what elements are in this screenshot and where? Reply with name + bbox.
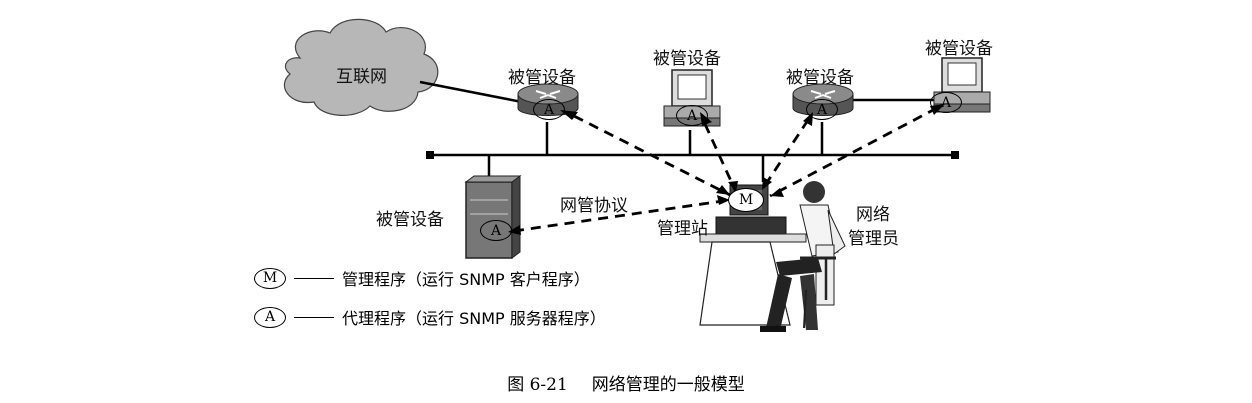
internet-cloud-icon: [284, 18, 439, 116]
device-label: 被管设备: [925, 39, 993, 59]
legend-dash: [294, 316, 334, 318]
admin-label: 管理员: [848, 229, 899, 249]
device-label: 被管设备: [653, 49, 721, 69]
device-label: 被管设备: [786, 68, 854, 88]
manager-badge: M: [728, 188, 764, 212]
snmp-links: [513, 106, 938, 233]
legend-text: 代理程序（运行 SNMP 服务器程序）: [342, 309, 606, 328]
computer-icon: [933, 57, 991, 113]
device-label: 被管设备: [508, 68, 576, 88]
internet-label: 互联网: [336, 67, 387, 87]
agent-badge: A: [676, 105, 708, 126]
agent-badge: A: [806, 99, 838, 120]
caption-title: 网络管理的一般模型: [591, 375, 745, 395]
agent-badge: A: [254, 306, 286, 328]
manager-badge: M: [254, 267, 286, 289]
agent-badge: A: [930, 92, 962, 113]
legend-manager: M 管理程序（运行 SNMP 客户程序）: [254, 266, 590, 290]
agent-badge: A: [533, 99, 565, 120]
server-icon: [464, 175, 522, 259]
network-administrator-icon: [760, 181, 846, 332]
device-label: 被管设备: [376, 210, 444, 230]
agent-badge: A: [480, 220, 512, 241]
station-label: 管理站: [657, 219, 708, 239]
legend-agent: A 代理程序（运行 SNMP 服务器程序）: [254, 305, 606, 329]
internet-link: [419, 80, 523, 104]
legend-text: 管理程序（运行 SNMP 客户程序）: [342, 270, 590, 289]
caption-number: 图 6-21: [507, 375, 568, 395]
legend-dash: [294, 277, 334, 279]
protocol-label: 网管协议: [560, 196, 628, 216]
admin-label: 网络: [856, 205, 890, 225]
figure-caption: 图 6-21 网络管理的一般模型: [0, 370, 1252, 395]
